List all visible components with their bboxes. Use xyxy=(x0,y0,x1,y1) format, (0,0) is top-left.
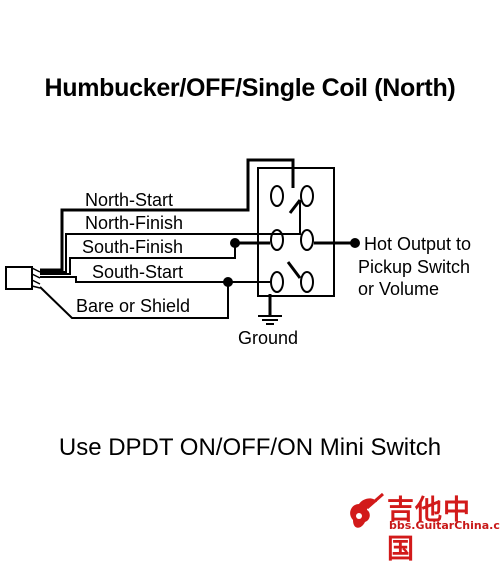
label-output-line2: Pickup Switch xyxy=(358,257,470,277)
label-south-start: South-Start xyxy=(92,262,183,282)
wiring-diagram: North-Start North-Finish South-Finish So… xyxy=(5,158,471,348)
cable-braid xyxy=(31,267,41,289)
guitar-logo-icon xyxy=(350,492,384,528)
label-north-finish: North-Finish xyxy=(85,213,183,233)
label-ground: Ground xyxy=(238,328,298,348)
switch-body xyxy=(257,167,335,297)
label-output-line3: or Volume xyxy=(358,279,439,299)
watermark: 吉他中国 bbs.GuitarChina.com xyxy=(345,490,500,565)
lug-top-right xyxy=(300,185,314,207)
label-north-start: North-Start xyxy=(85,190,173,210)
wire-south-start xyxy=(40,276,270,283)
label-bare-shield: Bare or Shield xyxy=(76,296,190,316)
lug-top-left xyxy=(270,185,284,207)
wire-south-finish xyxy=(40,243,236,275)
lug-mid-right xyxy=(300,229,314,251)
wire-north-finish xyxy=(40,200,301,273)
diagram-title: Humbucker/OFF/Single Coil (North) xyxy=(44,74,456,102)
lug-bot-left xyxy=(270,271,284,293)
cable-end xyxy=(5,266,33,290)
junction-output xyxy=(350,238,360,248)
jumper-lower xyxy=(286,261,302,279)
wire-bare-shield xyxy=(39,282,229,319)
switch-caption: Use DPDT ON/OFF/ON Mini Switch xyxy=(58,434,442,461)
wire-north-start xyxy=(40,158,295,272)
label-south-finish: South-Finish xyxy=(82,237,183,257)
ground-symbol xyxy=(258,315,282,325)
junction-bare-shield xyxy=(223,277,233,287)
lug-bot-right xyxy=(300,271,314,293)
jumper-diag xyxy=(288,199,302,214)
junction-south-finish xyxy=(230,238,240,248)
label-output-line1: Hot Output to xyxy=(364,234,471,254)
watermark-url: bbs.GuitarChina.com xyxy=(389,519,500,532)
